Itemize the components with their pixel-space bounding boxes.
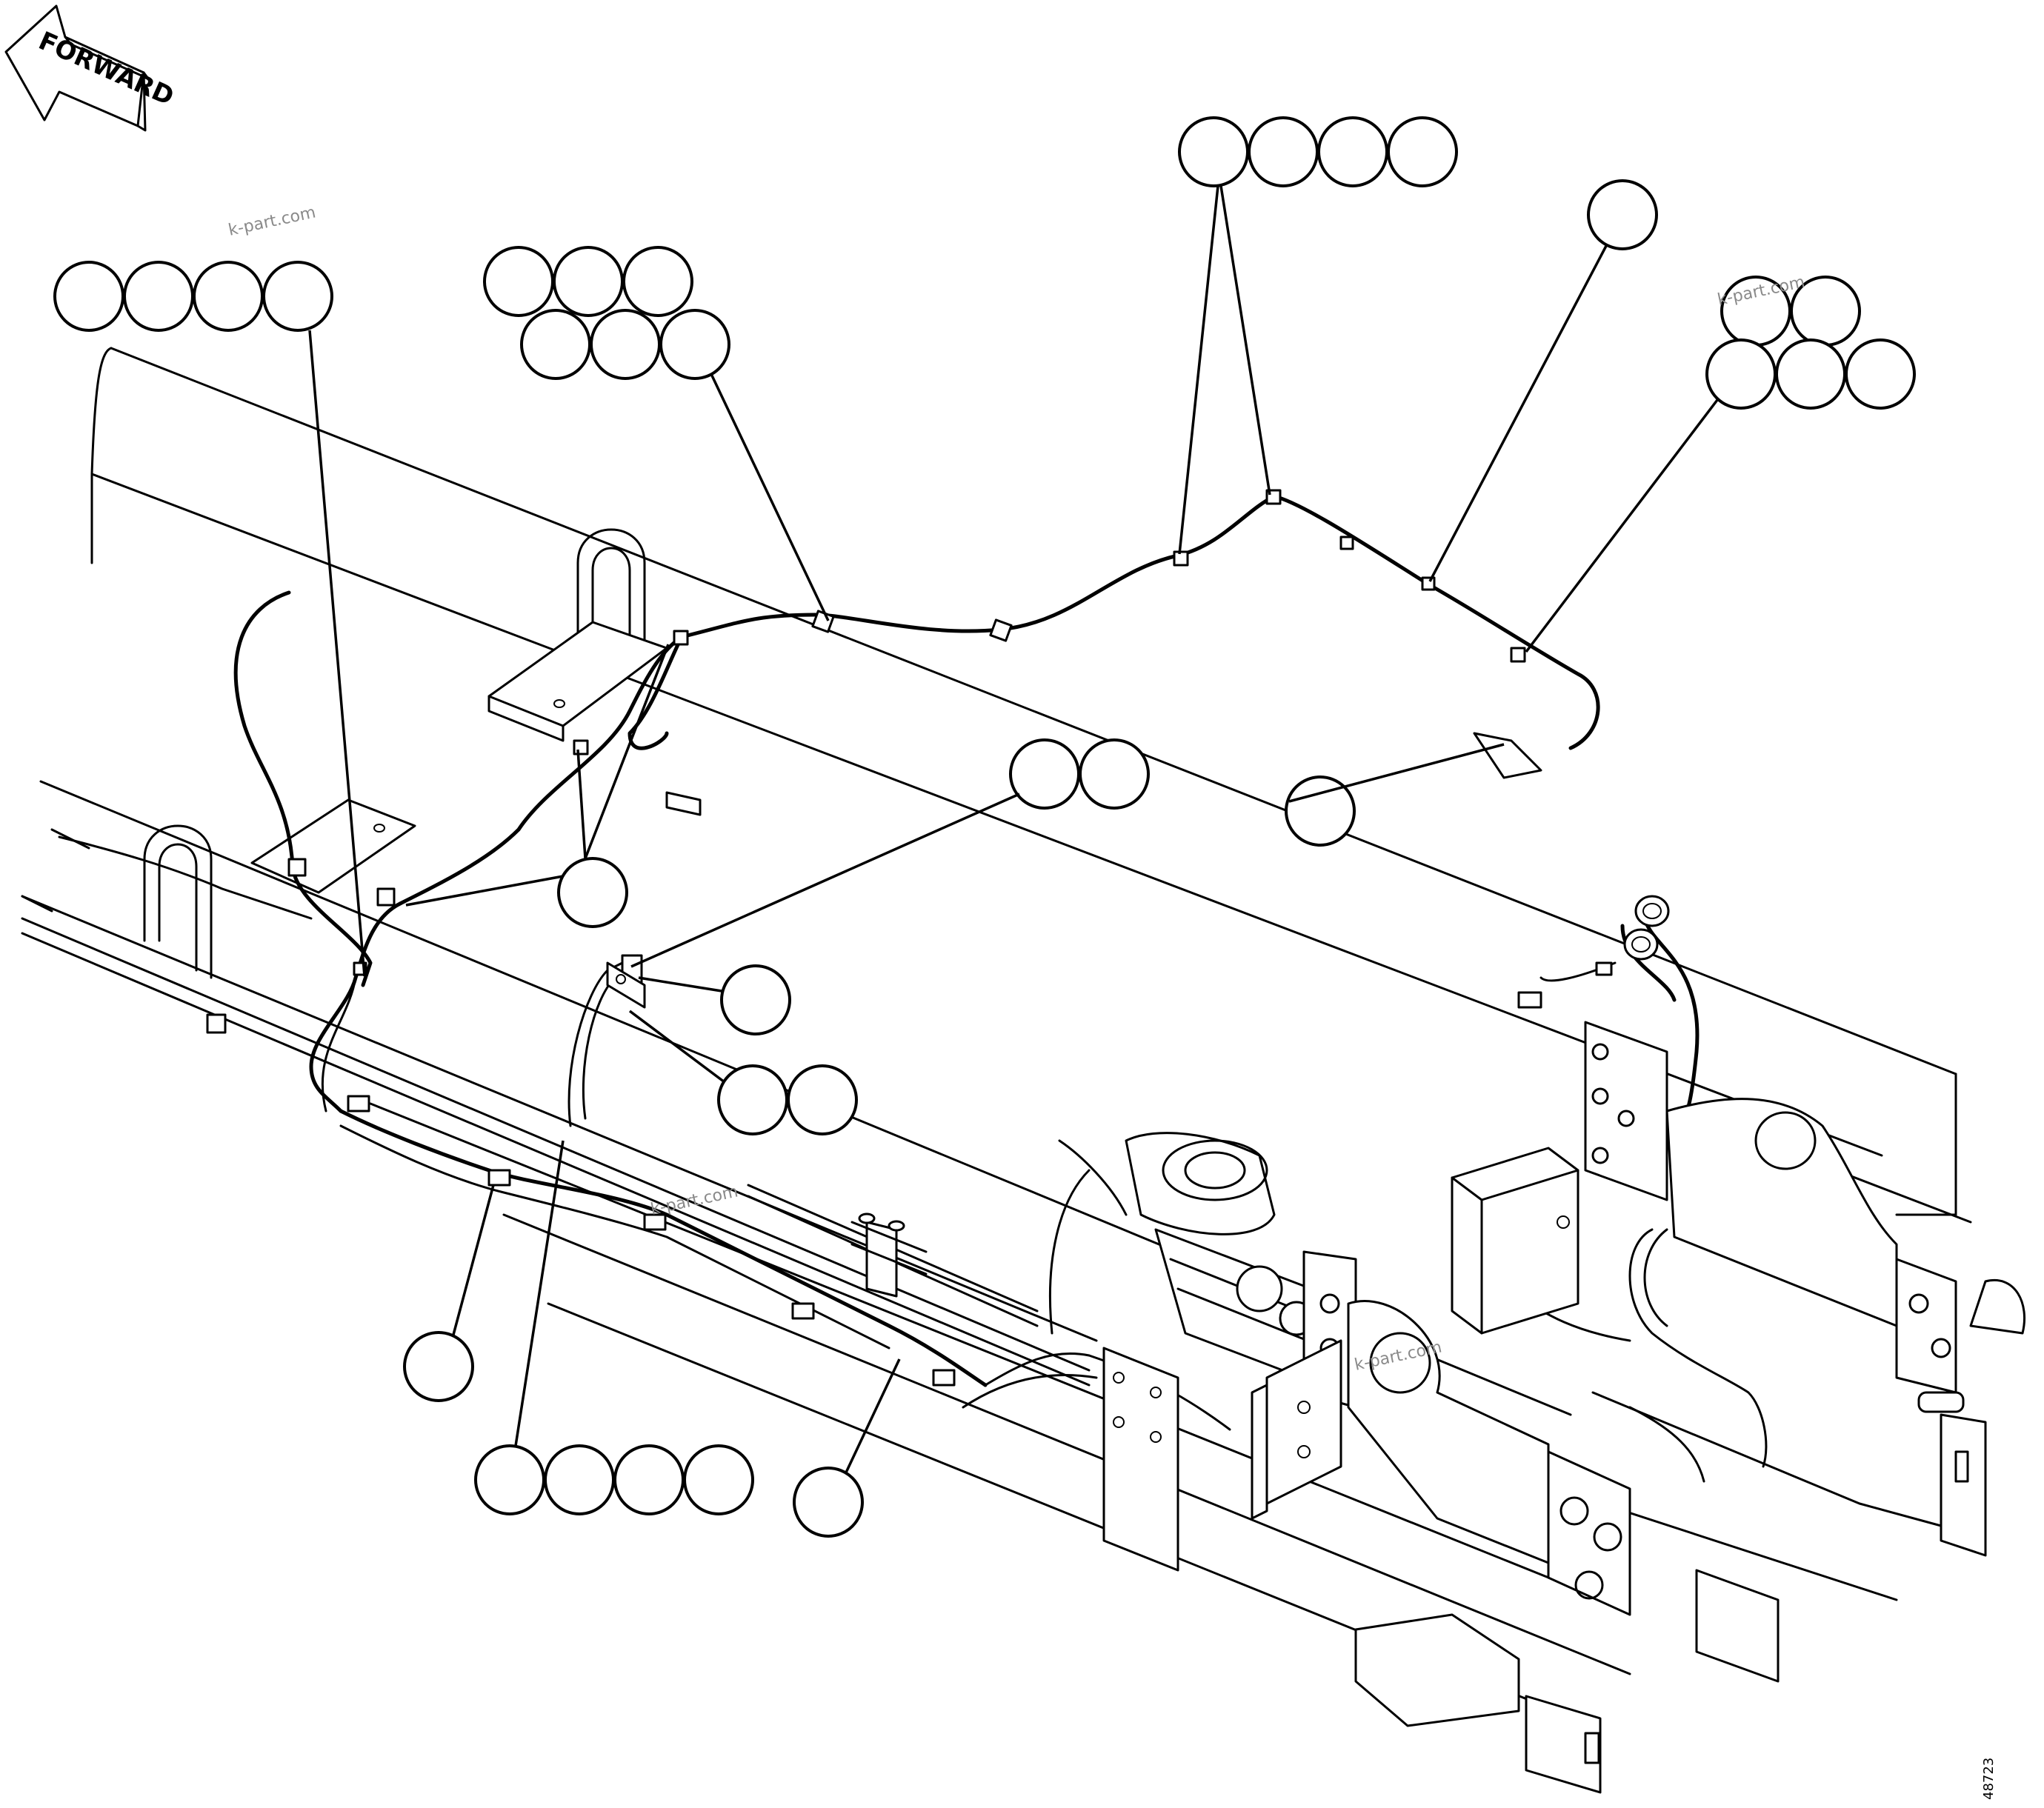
callout-bubble (403, 1331, 474, 1402)
frame-bracket-right (1584, 1021, 2026, 1683)
callout-bubble (474, 1444, 545, 1515)
callout-bubble (1317, 116, 1388, 187)
front-blocks (1102, 1347, 1602, 1794)
watermark: k-part.com (649, 1183, 739, 1219)
valve-bracket (850, 1212, 928, 1298)
callout-bubble (1775, 338, 1846, 410)
callout-bubble (1387, 116, 1458, 187)
callout-bubble (544, 1444, 615, 1515)
battery-box (1451, 1147, 1579, 1335)
callout-bubble (659, 309, 730, 380)
callout-bubble (1248, 116, 1319, 187)
callout-bubble (720, 964, 791, 1035)
junction-plate (606, 961, 646, 1009)
u-bolt-front (143, 824, 213, 979)
harness-upper (233, 494, 1600, 1113)
callout-bubble (193, 261, 264, 332)
forward-arrow: FORWARD (4, 4, 178, 132)
callout-bubble (717, 1064, 788, 1135)
drawing-number: 48723 (1981, 1758, 1997, 1800)
callout-bubbles (53, 116, 1916, 1538)
callout-bubble (53, 261, 124, 332)
callout-bubble (613, 1444, 685, 1515)
frame-bracket-center (1347, 1300, 1631, 1616)
bracket-plate-center (1251, 1339, 1342, 1520)
callout-bubble (1009, 738, 1080, 810)
harness-lower (21, 828, 1231, 1431)
callout-bubble (622, 246, 693, 317)
callout-bubble (553, 246, 624, 317)
callout-bubble (1178, 116, 1249, 187)
callout-bubble (123, 261, 194, 332)
watermark: k-part.com (227, 204, 317, 240)
callout-bubble (1705, 338, 1777, 410)
callout-bubble (1285, 775, 1356, 847)
callout-bubble (520, 309, 591, 380)
callout-bubble (557, 857, 628, 928)
callout-bubble (590, 309, 661, 380)
u-bolt-rear (576, 528, 646, 661)
connector-plugs (1517, 895, 1670, 1009)
callout-bubble (787, 1064, 858, 1135)
callout-bubble (793, 1467, 864, 1538)
callout-bubble (1079, 738, 1150, 810)
callout-bubble (483, 246, 554, 317)
mounting-plates (250, 621, 702, 894)
callout-bubble (683, 1444, 754, 1515)
callout-bubble (1845, 338, 1916, 410)
leader-lines (308, 185, 1719, 1473)
callout-bubble (1587, 179, 1658, 250)
chassis-frame (21, 347, 1972, 1727)
callout-bubble (262, 261, 333, 332)
clips (206, 489, 1542, 1387)
